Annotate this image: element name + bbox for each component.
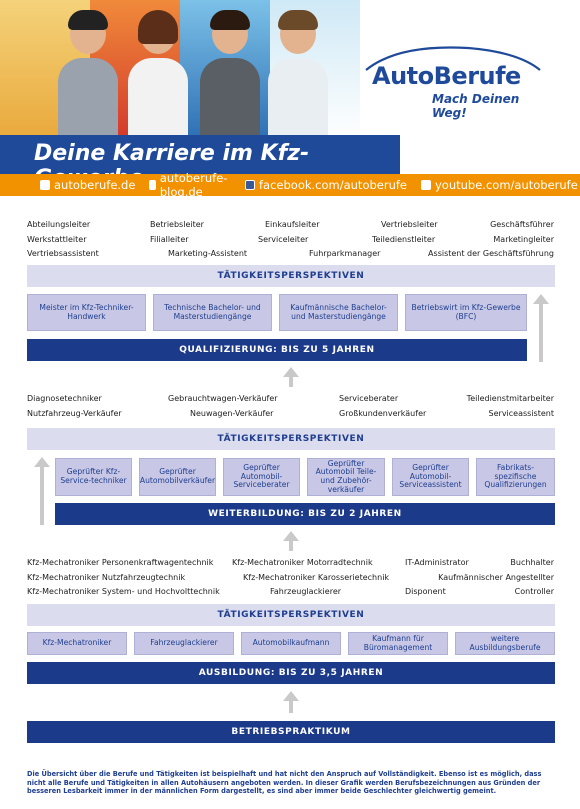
job-title: Controller	[514, 587, 554, 596]
links-bar: autoberufe.de autoberufe-blog.de faceboo…	[0, 171, 580, 199]
screen-icon	[40, 180, 50, 190]
link-facebook-text: facebook.com/autoberufe	[258, 178, 407, 192]
job-title: Kaufmännischer Angestellter	[438, 573, 554, 582]
up-arrow-icon	[283, 531, 299, 551]
youtube-icon	[421, 180, 431, 190]
training-box: Fahrzeuglackierer	[134, 632, 234, 655]
job-title: Einkaufsleiter	[265, 220, 320, 229]
job-title: Filialleiter	[150, 235, 189, 244]
link-website-text: autoberufe.de	[54, 178, 136, 192]
job-title: Kfz-Mechatroniker Motorradtechnik	[232, 558, 373, 567]
perspektiven-band: TÄTIGKEITSPERSPEKTIVEN	[27, 265, 555, 287]
job-title: Marketing-Assistent	[168, 249, 248, 258]
job-title: IT-Administrator	[405, 558, 469, 567]
job-title: Nutzfahrzeug-Verkäufer	[27, 409, 122, 418]
person-woman	[128, 10, 188, 140]
job-title: Teiledienstleiter	[372, 235, 436, 244]
job-title: Marketingleiter	[493, 235, 554, 244]
link-website[interactable]: autoberufe.de	[40, 178, 135, 192]
job-title: Disponent	[405, 587, 446, 596]
job-title: Fuhrparkmanager	[309, 249, 381, 258]
autoberufe-logo: AutoBerufe Mach Deinen Weg!	[358, 40, 548, 120]
perspektiven-band: TÄTIGKEITSPERSPEKTIVEN	[27, 428, 555, 450]
training-box: Automobilkaufmann	[241, 632, 341, 655]
qualification-box: Geprüfter Automobil-Serviceberater	[223, 458, 300, 496]
hero-photo	[0, 0, 360, 140]
link-facebook[interactable]: facebook.com/autoberufe	[244, 178, 407, 192]
qualification-box: Betriebswirt im Kfz-Gewerbe (BFC)	[405, 294, 527, 331]
job-title: Assistent der Geschäftsführung	[428, 249, 554, 258]
weiterbildung-bar: WEITERBILDUNG: BIS ZU 2 JAHREN	[55, 503, 555, 525]
qualification-box: Meister im Kfz-Techniker-Handwerk	[27, 294, 146, 331]
job-title: Neuwagen-Verkäufer	[190, 409, 274, 418]
qualification-box: Technische Bachelor- und Masterstudiengä…	[153, 294, 272, 331]
job-title: Kfz-Mechatroniker Personenkraftwagentech…	[27, 558, 214, 567]
person-painter	[200, 10, 260, 140]
job-title: Fahrzeuglackierer	[270, 587, 342, 596]
blog-icon	[149, 180, 156, 190]
job-title: Werkstattleiter	[27, 235, 87, 244]
qualification-box: Geprüfter Automobilverkäufer	[139, 458, 216, 496]
up-arrow-icon	[283, 367, 299, 387]
job-title: Großkundenverkäufer	[339, 409, 427, 418]
job-title: Kfz-Mechatroniker System- und Hochvoltte…	[27, 587, 220, 596]
ausbildung-bar: AUSBILDUNG: BIS ZU 3,5 JAHREN	[27, 662, 555, 684]
job-title: Serviceassistent	[488, 409, 554, 418]
up-arrow-icon	[533, 294, 549, 362]
facebook-icon	[244, 180, 255, 190]
up-arrow-icon	[283, 691, 299, 713]
qualification-box: Fabrikats-spezifische Qualifizierungen	[476, 458, 555, 496]
person-mechanic	[58, 10, 118, 140]
up-arrow-icon	[34, 457, 50, 525]
job-title: Betriebsleiter	[150, 220, 204, 229]
job-title: Buchhalter	[510, 558, 554, 567]
car-outline-icon	[365, 46, 541, 71]
training-box: Kaufmann für Büromanagement	[348, 632, 448, 655]
job-title: Kfz-Mechatroniker Nutzfahrzeugtechnik	[27, 573, 186, 582]
job-title: Abteilungsleiter	[27, 220, 91, 229]
logo-auto: Auto	[372, 62, 434, 90]
link-blog-text: autoberufe-blog.de	[159, 171, 228, 199]
praktikum-bar: BETRIEBSPRAKTIKUM	[27, 721, 555, 743]
qualification-box: Kaufmännische Bachelor- und Masterstudie…	[279, 294, 398, 331]
logo-slogan: Mach Deinen Weg!	[432, 92, 520, 120]
link-youtube[interactable]: youtube.com/autoberufe	[421, 178, 578, 192]
qualification-box: Geprüfter Kfz-Service-techniker	[55, 458, 132, 496]
title-banner: Deine Karriere im Kfz-Gewerbe	[0, 135, 400, 191]
person-glasses	[268, 10, 328, 140]
job-title: Vertriebsassistent	[27, 249, 99, 258]
logo-berufe: Berufe	[433, 62, 522, 90]
qualifizierung-bar: QUALIFIZIERUNG: BIS ZU 5 JAHREN	[27, 339, 527, 361]
job-title: Serviceberater	[339, 394, 399, 403]
link-blog[interactable]: autoberufe-blog.de	[149, 171, 231, 199]
link-youtube-text: youtube.com/autoberufe	[435, 178, 578, 192]
footnote: Die Übersicht über die Berufe und Tätigk…	[27, 770, 542, 796]
job-title: Geschäftsführer	[490, 220, 554, 229]
job-title: Serviceleiter	[258, 235, 309, 244]
job-title: Kfz-Mechatroniker Karosserietechnik	[243, 573, 390, 582]
training-box: Kfz-Mechatroniker	[27, 632, 127, 655]
training-box: weitere Ausbildungsberufe	[455, 632, 555, 655]
job-title: Diagnosetechniker	[27, 394, 102, 403]
logo-wordmark: AutoBerufe	[372, 62, 521, 90]
job-title: Gebrauchtwagen-Verkäufer	[168, 394, 278, 403]
perspektiven-band: TÄTIGKEITSPERSPEKTIVEN	[27, 604, 555, 626]
job-title: Vertriebsleiter	[381, 220, 438, 229]
qualification-box: Geprüfter Automobil Teile- und Zubehör-v…	[307, 458, 385, 496]
qualification-box: Geprüfter Automobil-Serviceassistent	[392, 458, 469, 496]
job-title: Teiledienstmitarbeiter	[466, 394, 554, 403]
